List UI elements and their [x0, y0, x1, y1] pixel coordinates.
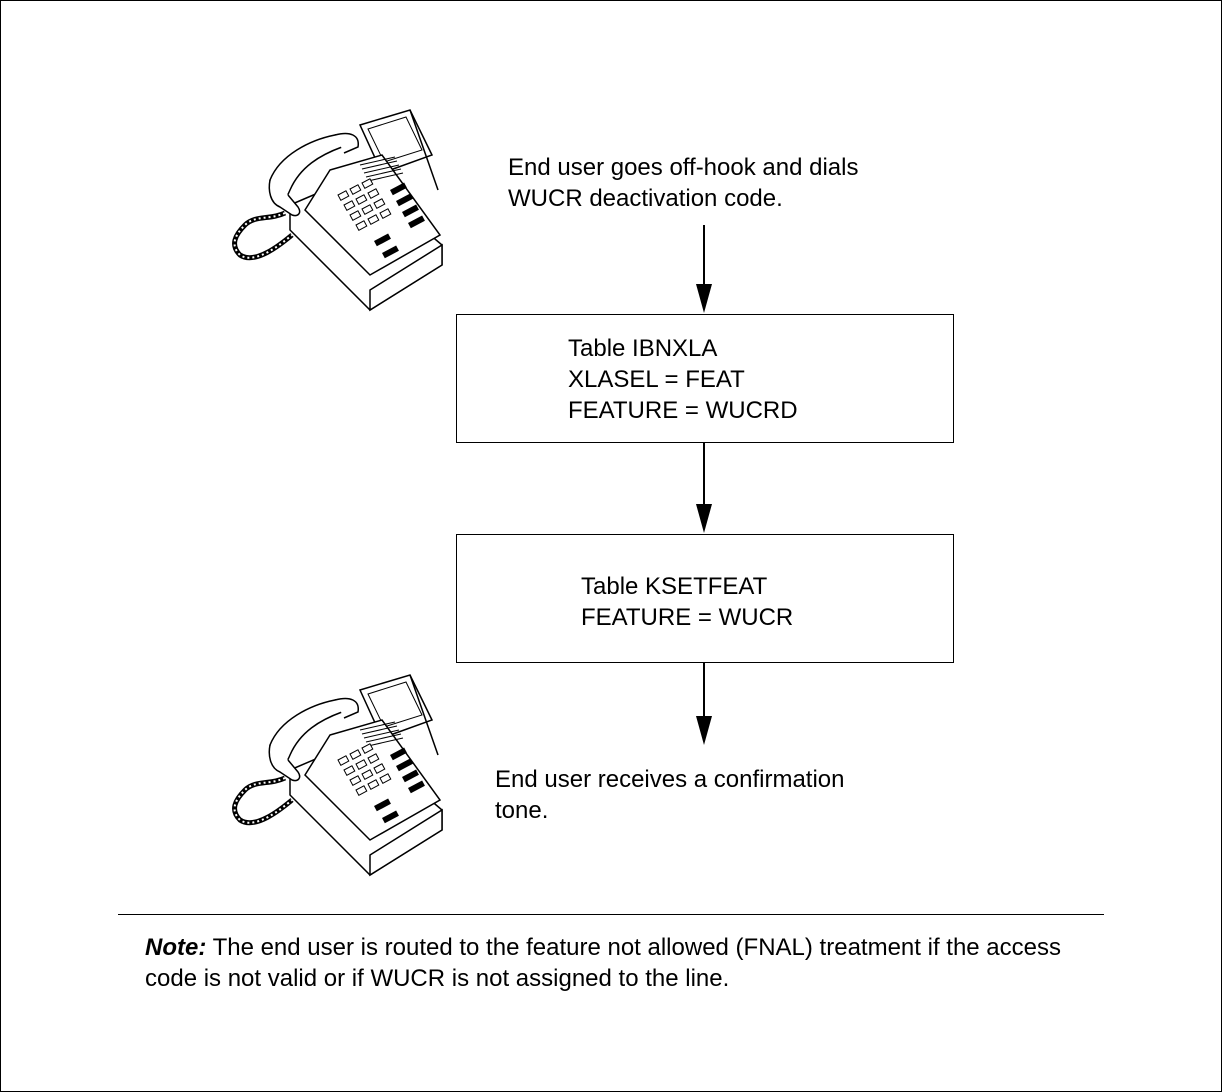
table-ksetfeat-box: Table KSETFEAT FEATURE = WUCR [456, 534, 954, 663]
arrowhead [696, 504, 712, 533]
box-line: Table KSETFEAT [581, 573, 768, 600]
box-line: FEATURE = WUCR [581, 604, 794, 631]
desk-telephone-icon [235, 110, 442, 310]
arrowhead [696, 284, 712, 313]
note: Note: The end user is routed to the feat… [145, 932, 1105, 994]
box-line: FEATURE = WUCRD [568, 397, 798, 424]
box-line: XLASEL = FEAT [568, 366, 745, 393]
desk-telephone-icon [235, 675, 442, 875]
note-text: The end user is routed to the feature no… [145, 934, 1061, 992]
note-label: Note: [145, 934, 207, 961]
table-ibnxla-box: Table IBNXLA XLASEL = FEAT FEATURE = WUC… [456, 314, 954, 443]
arrowhead [696, 716, 712, 745]
step-confirmation-text: End user receives a confirmation tone. [495, 766, 845, 824]
note-divider [118, 914, 1104, 915]
step-offhook-text: End user goes off-hook and dials WUCR de… [508, 154, 859, 212]
box-line: Table IBNXLA [568, 335, 718, 362]
